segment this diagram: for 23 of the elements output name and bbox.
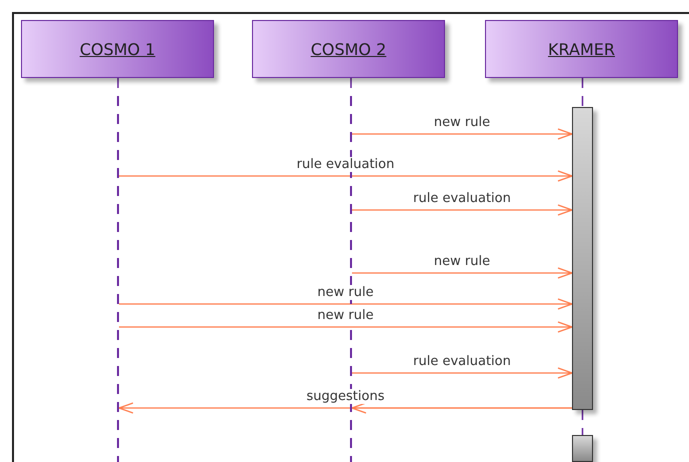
participant-name: COSMO 2	[310, 40, 386, 58]
message-arrow	[119, 298, 573, 310]
message-arrow	[352, 367, 573, 379]
connector-line	[582, 410, 584, 435]
message-arrow	[352, 267, 573, 279]
lifeline	[117, 96, 119, 462]
participant-name: KRAMER	[548, 40, 615, 58]
activation-bar	[572, 107, 593, 410]
message-label: new rule	[316, 308, 375, 323]
connector-line	[582, 78, 584, 107]
message-arrow	[119, 321, 573, 333]
participant-box	[21, 20, 214, 78]
participant-box	[485, 20, 678, 78]
message-label: rule evaluation	[296, 157, 396, 172]
message-arrow	[119, 170, 573, 182]
message-label: new rule	[316, 285, 375, 300]
participant-name: COSMO 1	[80, 40, 156, 58]
participant-box	[252, 20, 445, 78]
message-arrow	[352, 128, 573, 140]
message-arrow	[352, 204, 573, 216]
message-label: suggestions	[306, 389, 386, 404]
message-arrow	[351, 402, 572, 414]
activation-bar	[572, 435, 593, 462]
